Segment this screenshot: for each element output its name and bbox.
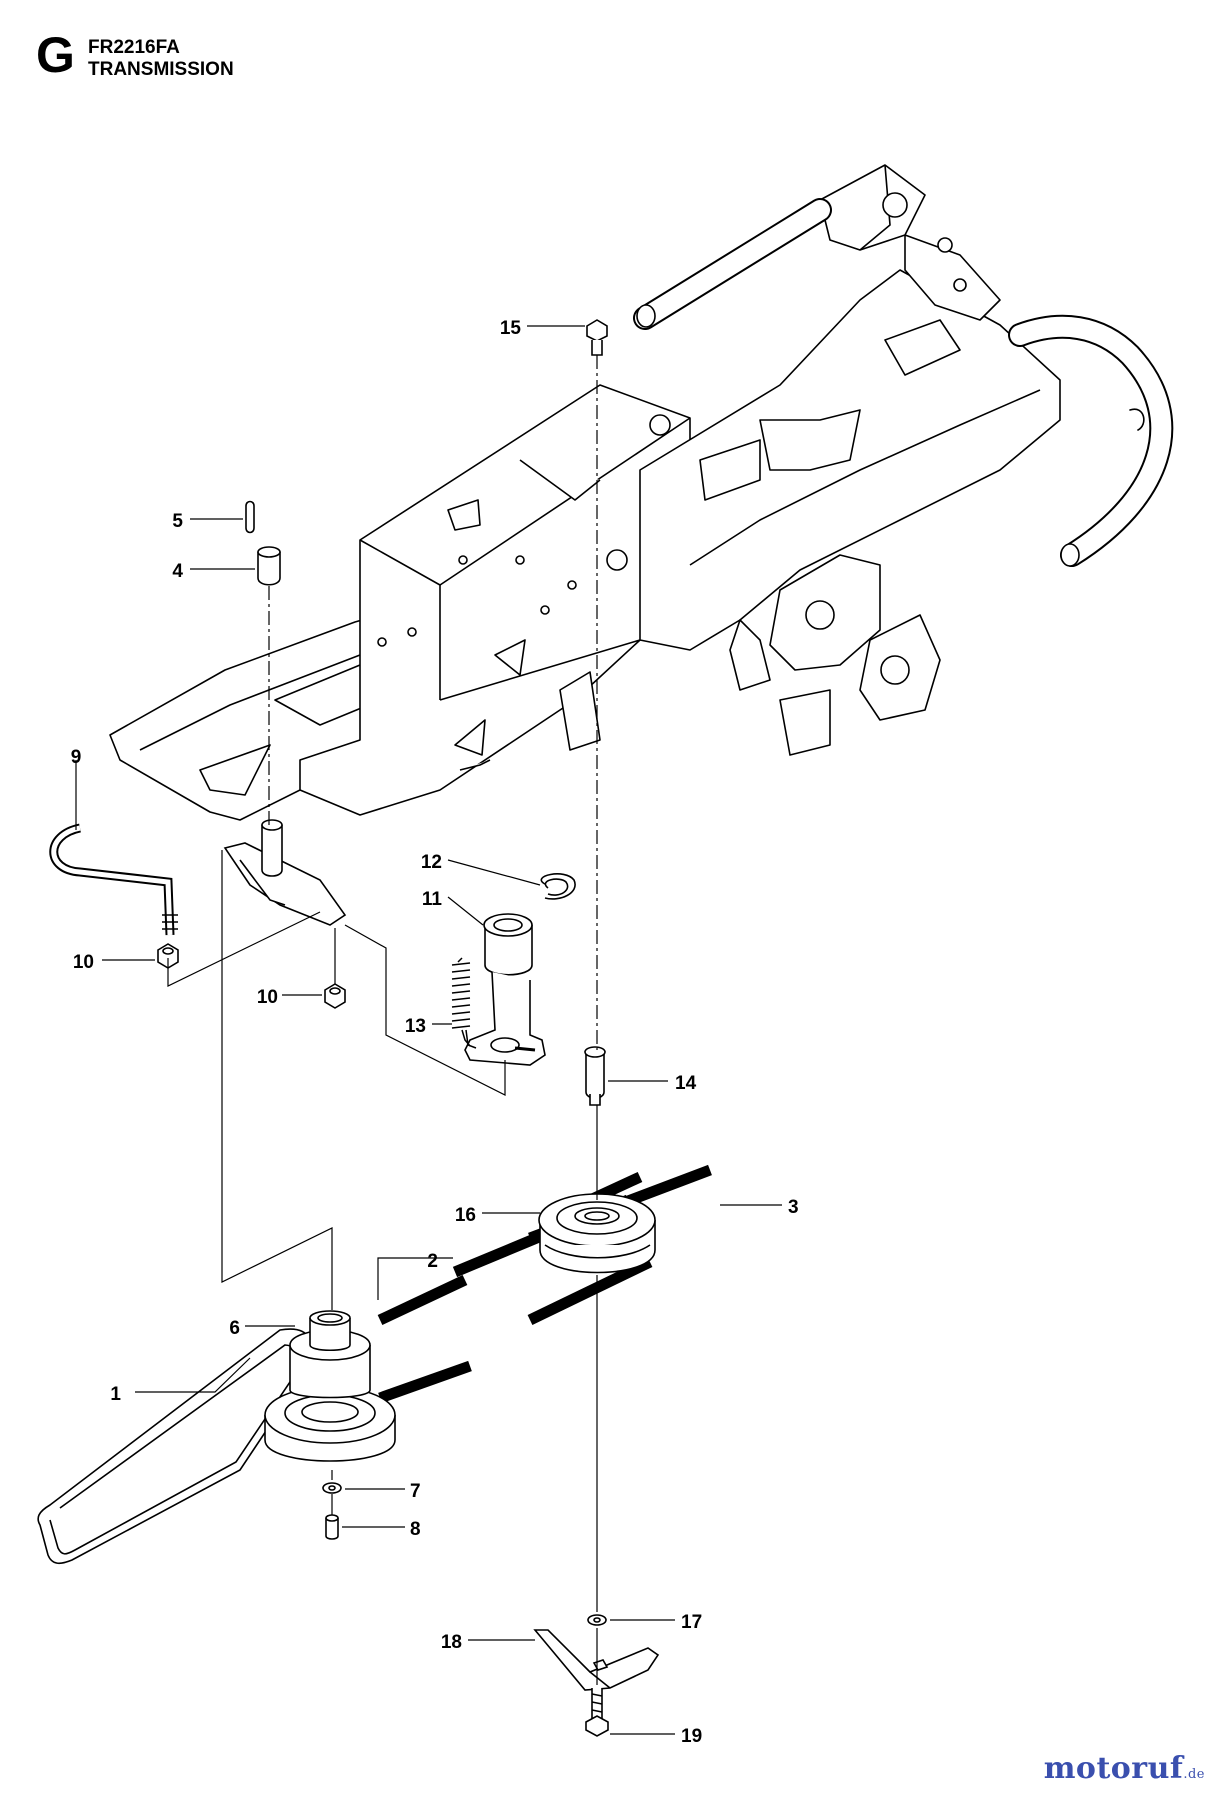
callout-13: 13 (405, 1016, 426, 1037)
callout-12: 12 (421, 852, 442, 873)
part-9-rod (49, 823, 178, 936)
handlebar-tubes (633, 198, 1174, 567)
callout-1: 1 (110, 1384, 121, 1405)
watermark-logo: motoruf.de (1044, 1751, 1205, 1786)
callout-11: 11 (422, 889, 443, 910)
section-letter: G (36, 27, 75, 83)
part-15-bolt (586, 319, 608, 356)
assembly-guide-lines (167, 355, 598, 1685)
callout-leaders (75, 325, 782, 1735)
callout-10-left: 10 (73, 952, 94, 973)
callout-6: 6 (229, 1318, 240, 1339)
diagram-header: G FR2216FA TRANSMISSION (36, 30, 336, 86)
callout-5: 5 (172, 511, 183, 532)
part-6-pulley-hub (264, 1310, 396, 1462)
watermark-tld: .de (1183, 1767, 1205, 1782)
model-code: FR2216FA (88, 37, 180, 58)
callout-10-right: 10 (257, 987, 278, 1008)
part-13-spring (451, 957, 477, 1049)
part-10-nut-left (157, 943, 179, 969)
part-17-washer (587, 1614, 607, 1626)
part-5-pin (245, 500, 255, 534)
callout-19: 19 (681, 1726, 702, 1747)
callout-16: 16 (455, 1205, 476, 1226)
part-7-washer (322, 1482, 342, 1494)
callout-3: 3 (788, 1197, 799, 1218)
part-12-circlip (540, 873, 576, 900)
callout-8: 8 (410, 1519, 421, 1540)
callout-4: 4 (172, 561, 183, 582)
callout-18: 18 (441, 1632, 462, 1653)
part-11-idler-arm (464, 913, 546, 1066)
watermark-brand: motoruf (1043, 1751, 1184, 1786)
callout-7: 7 (410, 1481, 421, 1502)
callout-17: 17 (681, 1612, 702, 1633)
frame-assembly (109, 164, 1061, 821)
part-16-pulley (538, 1193, 656, 1274)
part-14-spacer (584, 1046, 606, 1106)
callout-14: 14 (675, 1073, 697, 1094)
callout-2: 2 (427, 1251, 438, 1272)
part-19-bolt (585, 1688, 609, 1737)
part-10-nut-right (324, 983, 346, 1009)
callout-15: 15 (500, 318, 522, 339)
callout-9: 9 (71, 747, 82, 768)
part-4-bushing (257, 546, 281, 586)
pivot-bracket (223, 819, 347, 926)
part-8-bolt (325, 1514, 339, 1540)
belt-segments (377, 1164, 712, 1404)
section-title: TRANSMISSION (88, 59, 234, 80)
callout-numbers: 1 2 3 4 5 6 7 8 9 10 10 11 12 13 14 15 1… (71, 318, 799, 1747)
